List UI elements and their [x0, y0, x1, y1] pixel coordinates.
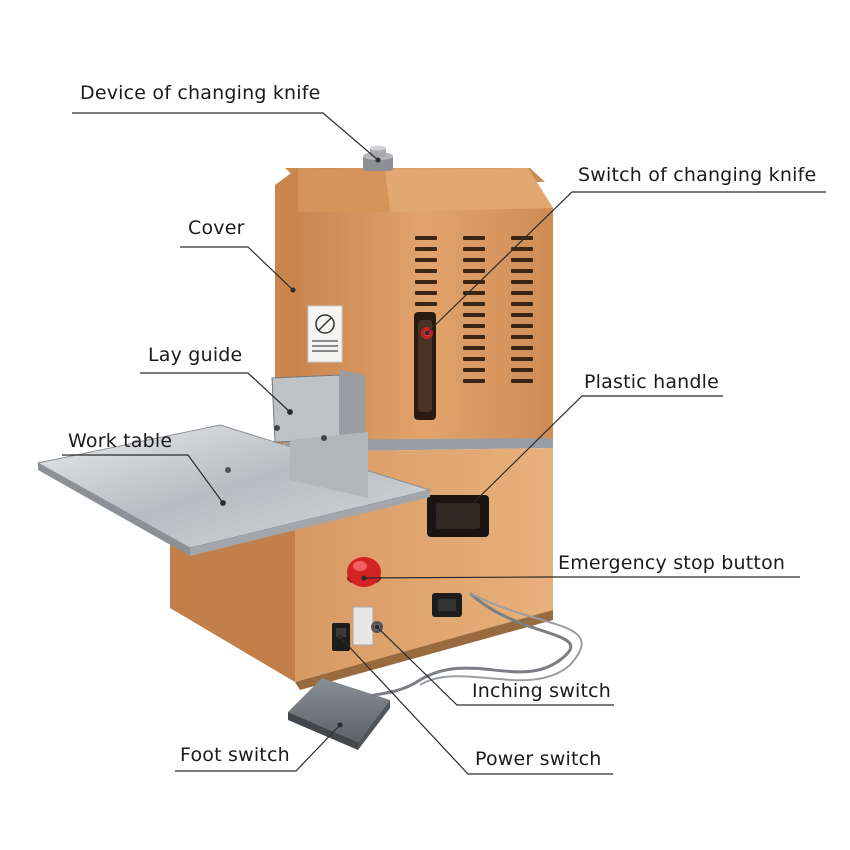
- ventilation-slots: [415, 236, 533, 383]
- label-lay-guide: Lay guide: [148, 344, 243, 366]
- foot-switch: [288, 591, 583, 750]
- cover-panel: [275, 168, 298, 445]
- label-plastic-handle: Plastic handle: [584, 371, 720, 393]
- label-cover: Cover: [188, 217, 245, 239]
- foot-pedal-icon: [288, 678, 390, 742]
- power-socket-icon: [432, 593, 462, 617]
- upper-housing: [275, 145, 553, 445]
- lay-guide: [271, 370, 368, 498]
- label-device-changing-knife: Device of changing knife: [80, 82, 321, 104]
- warning-sticker-icon: [307, 305, 343, 363]
- label-switch-changing-knife: Switch of changing knife: [578, 164, 817, 186]
- leader-lines: [62, 112, 826, 775]
- label-inching-switch: Inching switch: [472, 680, 612, 702]
- label-power-switch: Power switch: [475, 748, 602, 770]
- emergency-stop-button: [347, 557, 381, 587]
- label-emergency-stop: Emergency stop button: [558, 552, 786, 574]
- leader-dots: [220, 157, 461, 728]
- label-work-table: Work table: [68, 430, 173, 452]
- label-foot-switch: Foot switch: [180, 744, 290, 766]
